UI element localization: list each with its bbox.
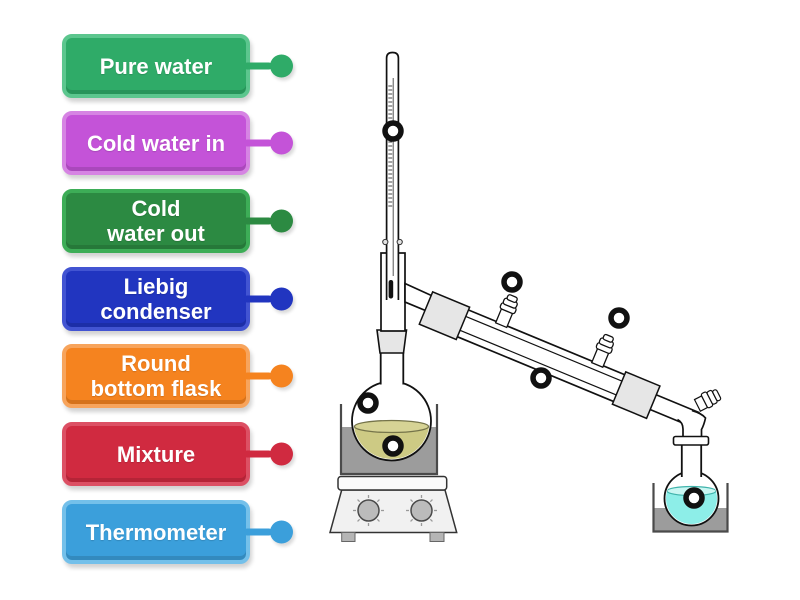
thermometer-bulb xyxy=(388,280,394,299)
water-bath-container xyxy=(339,404,439,476)
hotplate-body xyxy=(329,489,458,534)
label-text: Mixture xyxy=(116,441,196,467)
receiver-flange xyxy=(672,435,710,446)
label-connector-stub xyxy=(244,62,272,70)
receiving-flask-assembly xyxy=(652,435,729,533)
receiver-beaker xyxy=(652,483,729,533)
label-connector-dot xyxy=(270,209,293,233)
thermometer-adapter-nub-right xyxy=(396,238,403,246)
hotplate-knob-right[interactable] xyxy=(410,499,433,522)
label-connector-stub xyxy=(244,295,272,303)
hotplate-top-plate xyxy=(337,475,448,491)
answer-target-above-right-condenser-nozzle[interactable] xyxy=(608,307,630,329)
label-connector-dot xyxy=(270,131,293,155)
label-connector-dot xyxy=(270,520,293,544)
label-cold-water-out[interactable]: Cold water out xyxy=(62,189,293,253)
label-connector-stub xyxy=(244,217,272,225)
flask-ground-joint xyxy=(376,329,408,354)
label-text: Thermometer xyxy=(85,519,227,545)
takeoff-adapter xyxy=(677,389,722,438)
ground-joint-left xyxy=(418,290,471,341)
label-text: Pure water xyxy=(99,53,213,79)
label-text: Round bottom flask xyxy=(90,351,222,401)
knob-tick-marks xyxy=(353,495,437,526)
label-thermometer[interactable]: Thermometer xyxy=(62,500,293,564)
water-outlet-nozzle xyxy=(494,294,518,329)
answer-target-on-condenser-body[interactable] xyxy=(530,367,552,389)
hotplate-knob-left[interactable] xyxy=(357,499,380,522)
label-pure-water[interactable]: Pure water xyxy=(62,34,293,98)
label-text: Cold water out xyxy=(107,196,205,246)
label-connector-dot xyxy=(270,54,293,78)
label-mixture[interactable]: Mixture xyxy=(62,422,293,486)
thermometer-adapter-nub-left xyxy=(382,238,389,246)
label-connector-stub xyxy=(244,528,272,536)
label-liebig-condenser[interactable]: Liebig condenser xyxy=(62,267,293,331)
water-inlet-nozzle xyxy=(590,333,614,369)
receiver-neck xyxy=(681,444,702,477)
liebig-condenser-glass xyxy=(418,290,700,429)
hotplate-foot-right xyxy=(429,532,445,542)
hotplate-foot-left xyxy=(341,532,356,542)
adapter-side-nozzle xyxy=(693,389,722,412)
answer-target-in-flask-liquid[interactable] xyxy=(382,435,404,457)
label-connector-dot xyxy=(270,287,293,311)
answer-target-above-left-condenser-nozzle[interactable] xyxy=(501,271,523,293)
label-text: Liebig condenser xyxy=(100,274,212,324)
answer-target-on-thermometer[interactable] xyxy=(382,120,404,142)
answer-target-in-receiver-liquid[interactable] xyxy=(683,487,705,509)
ground-joint-right xyxy=(611,370,661,420)
label-cold-water-in[interactable]: Cold water in xyxy=(62,111,293,175)
label-connector-dot xyxy=(270,442,293,466)
label-round-bottom-flask[interactable]: Round bottom flask xyxy=(62,344,293,408)
answer-target-on-round-bottom-flask[interactable] xyxy=(357,392,379,414)
label-connector-stub xyxy=(244,139,272,147)
hotplate xyxy=(329,475,458,542)
answer-targets xyxy=(357,120,705,509)
flask-neck xyxy=(380,352,404,385)
thermometer-glass xyxy=(382,51,403,300)
label-connector-stub xyxy=(244,450,272,458)
label-connector-dot xyxy=(270,364,293,388)
label-text: Cold water in xyxy=(86,130,226,156)
label-connector-stub xyxy=(244,372,272,380)
